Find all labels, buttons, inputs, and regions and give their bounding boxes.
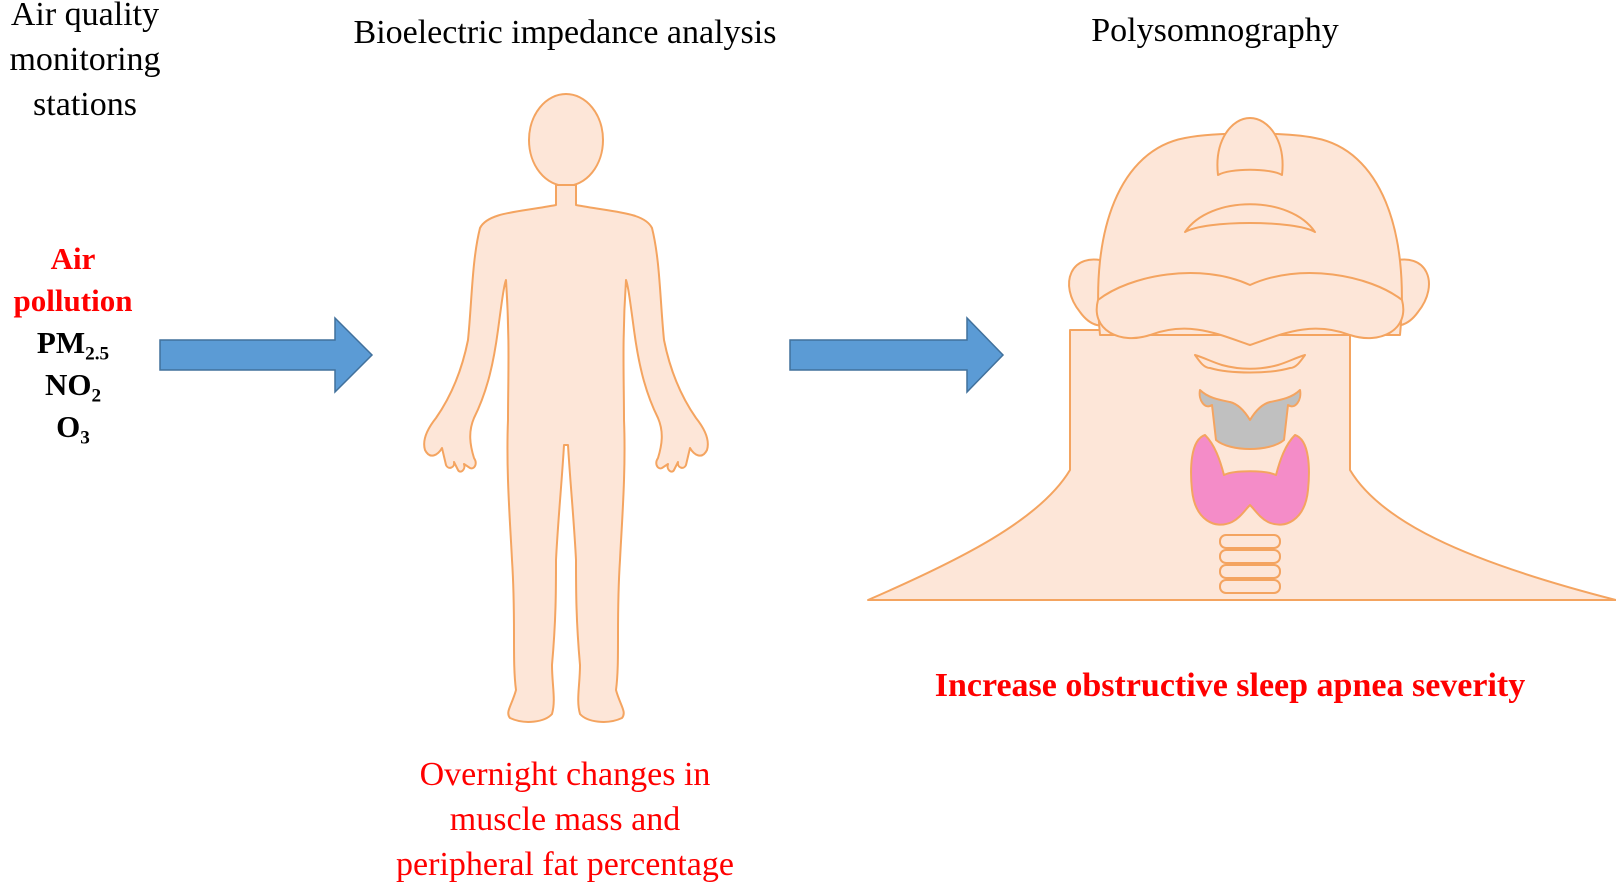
no2-base: NO bbox=[44, 367, 92, 402]
pm25-sub: 2.5 bbox=[85, 343, 110, 365]
o3-base: O bbox=[56, 409, 81, 444]
pm25-label: PM2.5 bbox=[0, 322, 146, 364]
head-neck-figure bbox=[867, 117, 1616, 601]
arrow-pollution-to-body bbox=[159, 316, 374, 394]
pollution-heading-line-1: Air bbox=[50, 241, 96, 276]
stations-line-3: stations bbox=[33, 86, 137, 123]
bia-caption: Overnight changes in muscle mass and per… bbox=[340, 752, 790, 886]
pollution-block: Air pollution PM2.5 NO2 O3 bbox=[0, 238, 146, 448]
pm25-base: PM bbox=[36, 325, 86, 360]
psg-title: Polysomnography bbox=[1091, 12, 1339, 49]
o3-label: O3 bbox=[0, 406, 146, 448]
no2-sub: 2 bbox=[91, 385, 102, 407]
no2-label: NO2 bbox=[0, 364, 146, 406]
stations-line-1: Air quality bbox=[10, 0, 160, 33]
bia-caption-line-2: muscle mass and bbox=[449, 801, 681, 838]
stations-label: Air quality monitoring stations bbox=[0, 0, 170, 127]
bia-caption-line-3: peripheral fat percentage bbox=[396, 846, 734, 883]
bia-title: Bioelectric impedance analysis bbox=[353, 14, 777, 51]
o3-sub: 3 bbox=[80, 427, 90, 449]
human-body-figure bbox=[423, 93, 709, 723]
pollution-heading-line-2: pollution bbox=[13, 283, 133, 318]
bia-caption-line-1: Overnight changes in bbox=[419, 756, 711, 793]
osa-result-text: Increase obstructive sleep apnea severit… bbox=[934, 667, 1526, 704]
arrow-body-to-head bbox=[789, 316, 1005, 394]
stations-line-2: monitoring bbox=[9, 41, 161, 78]
